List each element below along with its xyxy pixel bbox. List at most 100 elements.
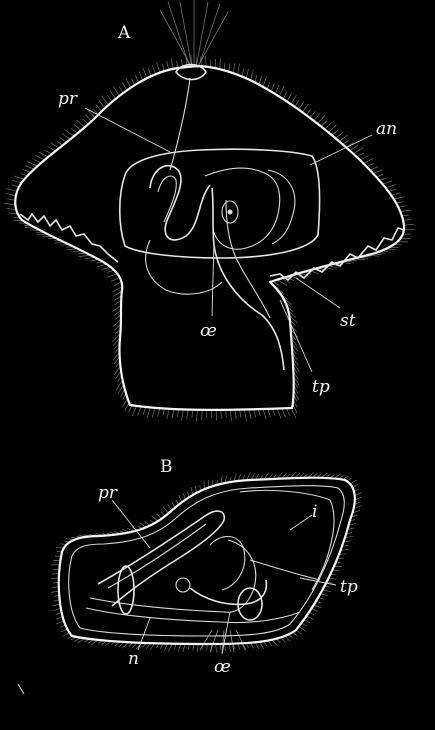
label-b-n: n [128, 649, 139, 669]
cilium [4, 203, 15, 205]
label-b-oe: œ [214, 657, 231, 677]
cilium [138, 407, 142, 416]
label-a-an: an [376, 119, 397, 139]
body-outline-a [15, 66, 404, 410]
cilium [192, 410, 193, 418]
proctodaeum [150, 166, 210, 240]
cilium [287, 408, 290, 416]
apical-tuft [160, 0, 228, 68]
prototroch-right [270, 228, 404, 280]
cilium [59, 137, 66, 142]
cilium [275, 85, 279, 94]
cilium [74, 124, 81, 130]
leader-a-pr [85, 108, 170, 152]
cilium [291, 95, 297, 105]
cilium [259, 76, 262, 85]
cilium [268, 409, 271, 418]
cilium [367, 164, 374, 167]
anterior-loop [146, 240, 222, 294]
cilium [38, 152, 48, 157]
intestine-i [240, 490, 334, 590]
cilium [283, 92, 287, 99]
cilium [321, 121, 327, 127]
cilium [404, 224, 414, 225]
cilium [398, 206, 407, 208]
cilium [177, 409, 178, 417]
proctodaeum-inner [158, 176, 176, 222]
apical-groove [170, 78, 190, 170]
cilium [99, 100, 105, 108]
label-a-pr: pr [58, 89, 78, 109]
cilium [56, 621, 64, 624]
cilium [107, 274, 117, 278]
leader-a-tp [280, 300, 312, 372]
leader-b-i [290, 515, 312, 530]
label-b-pr: pr [98, 483, 118, 503]
panel-b: B pr i tp n œ [51, 457, 363, 677]
panel-a: A pr an st œ tp [4, 0, 415, 421]
cilium [353, 148, 363, 154]
cilium [14, 176, 24, 179]
cilium [179, 495, 182, 502]
prototroch-left [20, 214, 118, 262]
leader-b-oe [222, 612, 230, 654]
leader-a-an [310, 135, 372, 165]
cilium [220, 59, 221, 69]
cilium [132, 79, 135, 85]
cilium [350, 480, 357, 484]
cilium [143, 407, 146, 415]
cilium [314, 113, 321, 121]
cilium [246, 69, 248, 78]
stomach-inner [205, 168, 280, 249]
cilium [23, 169, 31, 172]
cilium [83, 119, 89, 124]
cilium [152, 408, 155, 418]
stomach-fold [268, 170, 295, 244]
cilium [216, 644, 217, 653]
cilium [114, 87, 120, 96]
cilium [171, 59, 173, 69]
oesophagus-dot [228, 210, 233, 215]
cilium [325, 123, 332, 130]
cilium [396, 202, 404, 204]
cilium [85, 115, 92, 121]
cilium [51, 591, 59, 592]
cilium [251, 70, 254, 81]
cilium [7, 194, 16, 196]
cilium [169, 644, 173, 652]
cilium [132, 406, 137, 416]
cilium [277, 409, 281, 419]
cilium [240, 410, 241, 418]
cilium [404, 229, 416, 230]
cilium [7, 199, 15, 201]
cilium [373, 170, 383, 174]
cilium [45, 150, 52, 154]
proctodaeum-b [98, 511, 224, 606]
cilium [360, 156, 369, 161]
cilium [53, 608, 61, 611]
cilium [123, 398, 128, 407]
cilium [299, 626, 306, 631]
cilium [143, 68, 147, 79]
oesophagus-bulb-b [176, 578, 190, 592]
label-b-tp: tp [340, 577, 358, 597]
panel-b-label: B [160, 457, 173, 477]
cilium [271, 84, 274, 92]
cilium [249, 409, 251, 419]
cilium [376, 175, 383, 178]
cilium [259, 642, 264, 649]
cilium [336, 133, 343, 139]
cilium [34, 160, 41, 163]
cilium [119, 87, 123, 94]
cilium [157, 62, 160, 73]
ventral-lines [90, 598, 226, 612]
cilium [71, 128, 77, 133]
panel-a-label: A [117, 23, 131, 43]
cilium [187, 410, 188, 420]
cilium [329, 578, 337, 579]
label-a-oe: œ [200, 321, 217, 341]
cilium [363, 159, 373, 164]
cilium [235, 410, 236, 420]
